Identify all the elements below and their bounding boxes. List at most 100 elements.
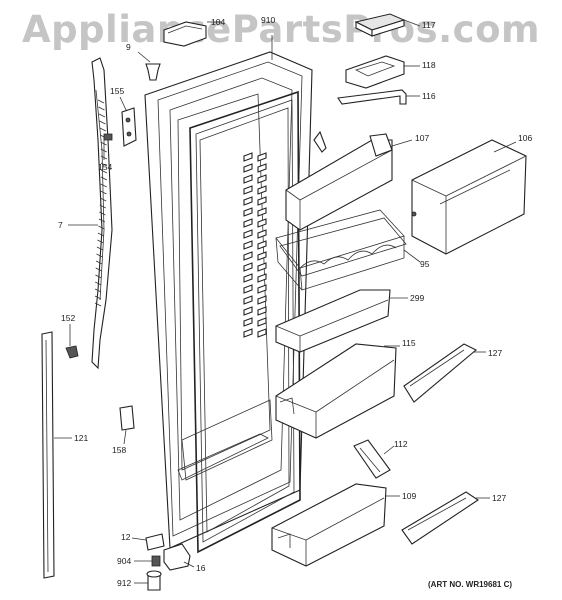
callout-117: 117 <box>422 20 436 30</box>
shelf-rib <box>243 328 253 338</box>
callout-16: 16 <box>196 563 206 573</box>
grip-tick <box>99 197 107 202</box>
shelf-rib <box>257 185 267 195</box>
dairy-bin-118 <box>345 55 405 89</box>
callout-labels: 104 910 9 117 118 116 155 154 107 106 7 … <box>58 15 532 588</box>
callout-299: 299 <box>410 293 424 303</box>
callout-9: 9 <box>126 42 131 52</box>
grip-tick <box>95 260 103 265</box>
shelf-rib <box>243 317 253 327</box>
shelf-ribs <box>243 152 267 338</box>
grip-tick <box>99 120 106 125</box>
grip-tick <box>97 232 105 237</box>
hinge-parts <box>145 533 191 591</box>
grip-tick <box>99 127 107 132</box>
shelf-rib <box>243 240 253 250</box>
shelf-rib <box>243 251 253 261</box>
grip-tick <box>95 274 102 279</box>
callout-12: 12 <box>121 532 131 542</box>
shelf-rib <box>257 207 267 217</box>
shelf-rib <box>257 262 267 272</box>
shelf-rib <box>257 284 267 294</box>
grip-tick <box>97 239 104 244</box>
shelf-rib <box>243 152 253 162</box>
shelf-rib <box>257 240 267 250</box>
shelf-rib <box>257 229 267 239</box>
handle-grip <box>94 99 108 307</box>
art-number: (ART NO. WR19681 C) <box>428 580 513 589</box>
callout-904: 904 <box>117 556 131 566</box>
bin-106 <box>411 139 527 255</box>
shelf-rib <box>243 284 253 294</box>
panel-127-upper <box>403 343 477 403</box>
clip-158 <box>119 405 135 431</box>
callout-116: 116 <box>422 91 436 101</box>
shelf-rib <box>257 317 267 327</box>
grip-tick <box>100 176 108 181</box>
shelf-rib <box>257 273 267 283</box>
shelf-rib <box>243 306 253 316</box>
screw-152 <box>65 345 79 359</box>
leader-lines <box>54 19 517 584</box>
callout-7: 7 <box>58 220 63 230</box>
callout-152: 152 <box>61 313 75 323</box>
callout-118: 118 <box>422 60 436 70</box>
shelf-rib <box>243 207 253 217</box>
dairy-door-117 <box>354 13 406 37</box>
grip-tick <box>98 225 105 230</box>
grip-tick <box>96 246 104 251</box>
bin-109 <box>271 483 387 567</box>
grip-tick <box>98 218 106 223</box>
callout-910: 910 <box>261 15 275 25</box>
callout-127-upper: 127 <box>488 348 502 358</box>
grip-tick <box>100 183 107 188</box>
grip-tick <box>98 106 105 111</box>
grip-tick <box>100 169 108 174</box>
shelf-rib <box>243 218 253 228</box>
panel-127-lower <box>401 491 479 545</box>
callout-115: 115 <box>402 338 416 348</box>
clip-112 <box>353 439 391 479</box>
rail-116 <box>337 89 407 105</box>
grip-tick <box>97 99 105 104</box>
shelf-rib <box>257 306 267 316</box>
callout-109: 109 <box>402 491 416 501</box>
grip-tick <box>94 302 102 307</box>
screw-154 <box>103 133 113 141</box>
callout-912: 912 <box>117 578 131 588</box>
door-assembly <box>144 51 313 554</box>
callout-121: 121 <box>74 433 88 443</box>
shelf-rib <box>243 196 253 206</box>
grip-tick <box>98 113 106 118</box>
shelf-rib <box>257 295 267 305</box>
callout-112: 112 <box>394 439 408 449</box>
shelf-rib <box>257 218 267 228</box>
callout-106: 106 <box>518 133 532 143</box>
shelf-rib <box>257 174 267 184</box>
shelf-rib <box>257 251 267 261</box>
grip-tick <box>96 253 103 258</box>
shelf-rib <box>243 229 253 239</box>
shelf-rib <box>243 174 253 184</box>
callout-107: 107 <box>415 133 429 143</box>
grip-tick <box>95 267 102 272</box>
callout-155: 155 <box>110 86 124 96</box>
grip-tick <box>99 211 106 216</box>
grip-tick <box>94 295 102 300</box>
bin-115 <box>275 343 397 439</box>
door-bin-107 <box>285 130 393 231</box>
grip-tick <box>100 141 107 146</box>
callout-154: 154 <box>98 162 112 172</box>
grip-tick <box>100 162 108 167</box>
shelf-rib <box>257 152 267 162</box>
grip-tick <box>99 204 106 209</box>
callout-104: 104 <box>211 17 225 27</box>
shelf-rib <box>257 328 267 338</box>
shelf-rib <box>243 185 253 195</box>
shelf-299 <box>275 289 391 353</box>
shelf-rib <box>257 196 267 206</box>
shelf-rib <box>243 273 253 283</box>
watermark: AppliancePartsPros.com <box>21 8 541 51</box>
grip-tick <box>95 281 102 286</box>
